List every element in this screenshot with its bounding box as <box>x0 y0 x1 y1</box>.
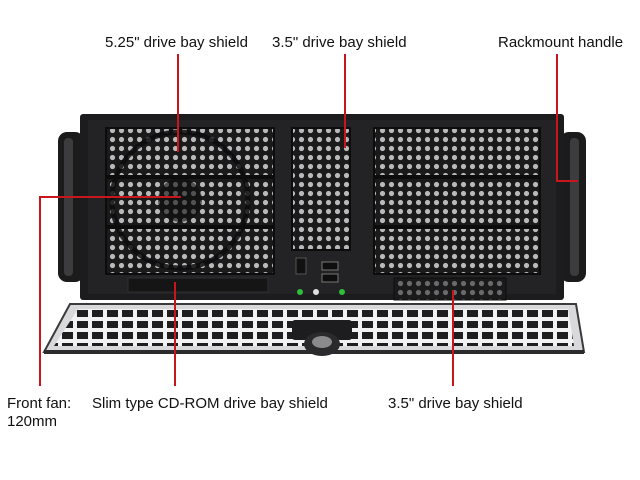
label-drive-bay-35-bottom: 3.5" drive bay shield <box>388 395 523 412</box>
front-door-tray <box>42 303 586 356</box>
label-drive-bay-525: 5.25" drive bay shield <box>105 34 248 51</box>
front-fan <box>109 129 251 271</box>
leader-front-fan-h <box>39 196 181 198</box>
label-front-fan-line2: 120mm <box>7 413 58 430</box>
left-rack-handle <box>58 132 84 282</box>
leader-slim-cdrom <box>174 282 176 386</box>
leader-rackmount-handle-h <box>556 180 578 182</box>
label-front-fan: Front fan: 120mm <box>7 395 87 431</box>
drive-bay-35-right-shields <box>373 127 541 275</box>
leader-drive-bay-35-top <box>344 54 346 148</box>
leader-drive-bay-525 <box>177 54 179 152</box>
label-rackmount-handle: Rackmount handle <box>498 34 624 51</box>
drive-bay-525-shields <box>105 127 275 275</box>
label-slim-cdrom: Slim type CD-ROM drive bay shield <box>92 395 328 412</box>
right-rack-handle <box>560 132 586 282</box>
drive-bay-35-bottom-shield <box>393 277 507 301</box>
label-front-fan-line1: Front fan: <box>7 395 72 412</box>
drive-bay-35-top-shield <box>291 127 351 251</box>
leader-rackmount-handle-v <box>556 54 558 182</box>
slim-cdrom-bay-shield <box>127 277 269 293</box>
leader-drive-bay-35-bottom <box>452 290 454 386</box>
front-io-panel <box>295 257 345 295</box>
label-drive-bay-35-top: 3.5" drive bay shield <box>272 34 407 51</box>
leader-front-fan-v <box>39 196 41 386</box>
